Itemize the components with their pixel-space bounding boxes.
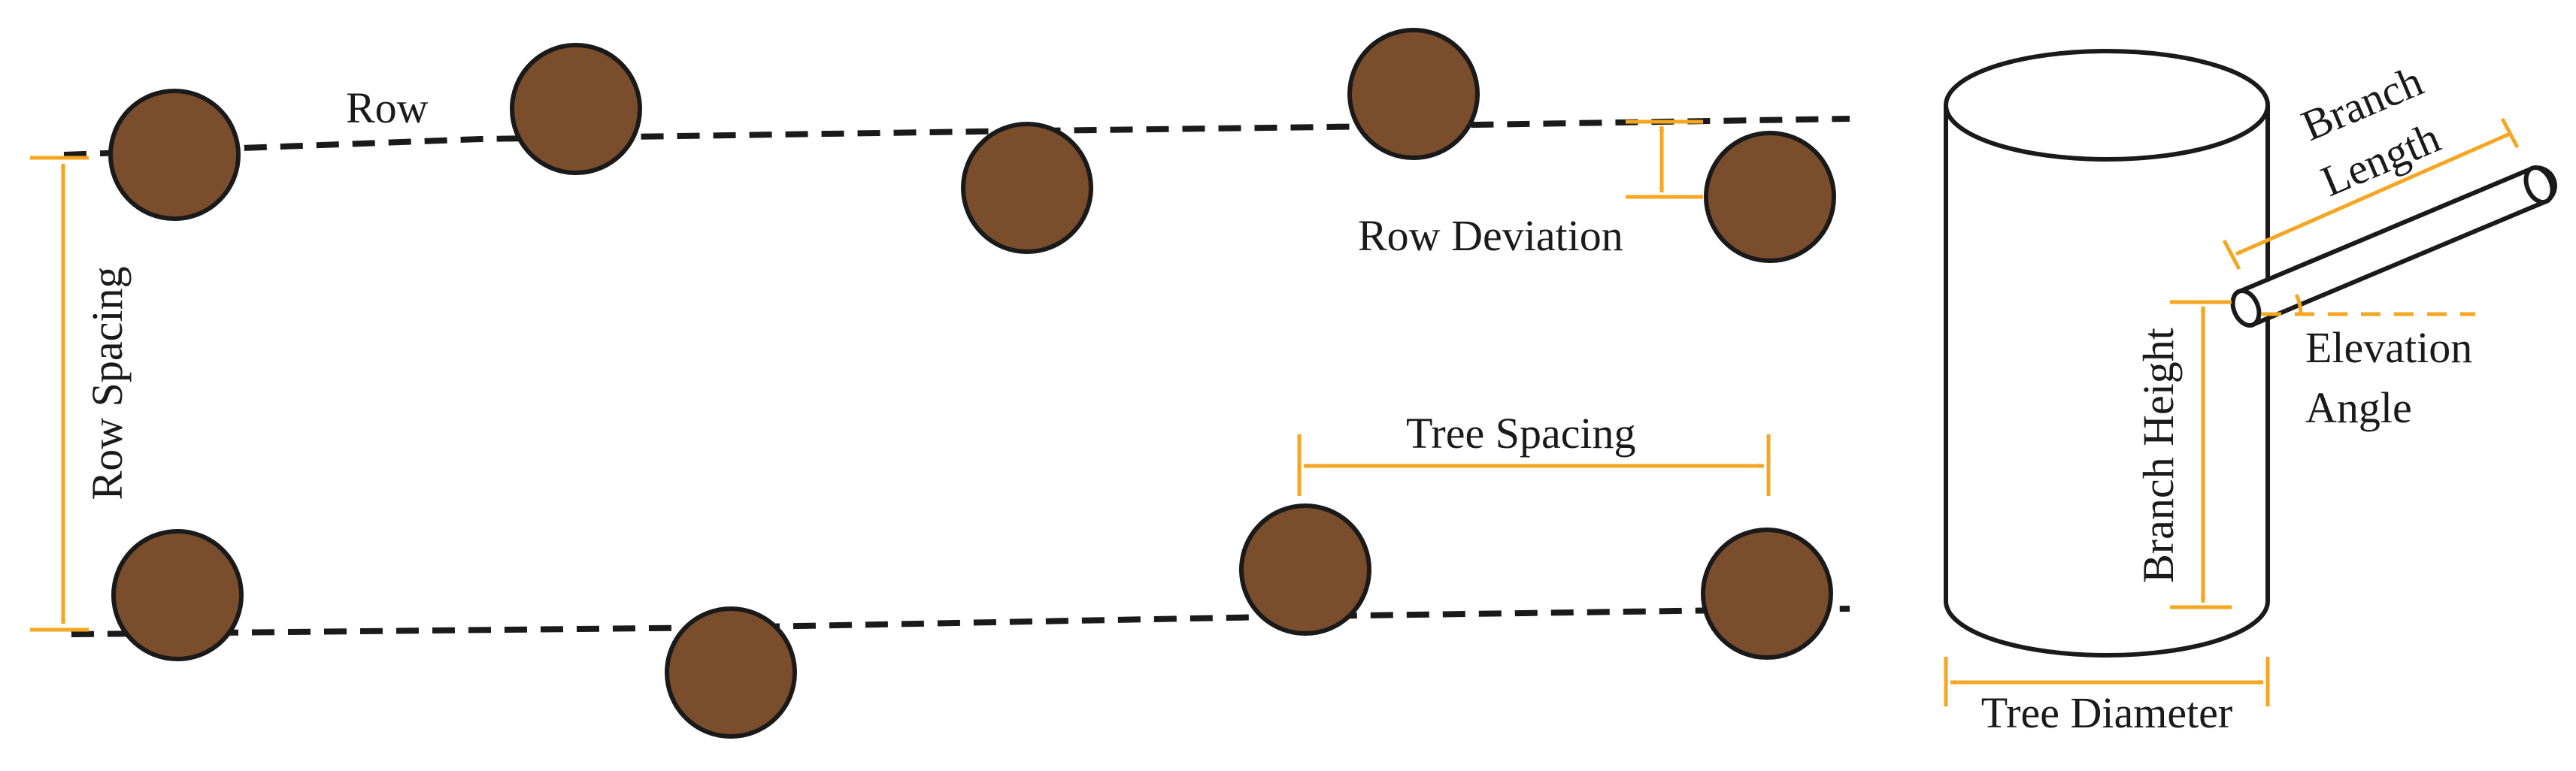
- row-spacing-dimension: [30, 156, 89, 632]
- tree-circle: [510, 43, 642, 175]
- tree-circle: [1239, 503, 1371, 636]
- row-line-top: [63, 116, 1850, 158]
- tree-circle: [1701, 528, 1833, 660]
- row-spacing-label: Row Spacing: [83, 267, 132, 500]
- tree-circle: [961, 122, 1093, 254]
- tree-spacing-dimension: [1297, 434, 1771, 496]
- tree-spacing-label: Tree Spacing: [1406, 409, 1636, 458]
- branch-height-label: Branch Height: [2134, 328, 2183, 583]
- elevation-angle-label-line2: Angle: [2305, 383, 2412, 432]
- tree-circle: [665, 606, 797, 739]
- row-line-bottom: [71, 606, 1850, 637]
- tree-circle: [1704, 131, 1836, 263]
- branch-cylinder: [2230, 165, 2557, 328]
- tree-diameter-label: Tree Diameter: [1981, 688, 2232, 737]
- tree-circle: [1347, 28, 1480, 160]
- row-label: Row: [346, 83, 429, 132]
- tree-circles: [108, 28, 1836, 739]
- elevation-angle-label-line1: Elevation: [2305, 323, 2472, 372]
- tree-trunk-cylinder: [1944, 49, 2270, 658]
- elevation-angle-indicator: [2262, 293, 2475, 316]
- tree-circle: [111, 529, 244, 661]
- tree-circle: [108, 89, 241, 221]
- branch-length-dimension: [2222, 117, 2520, 271]
- row-deviation-label: Row Deviation: [1358, 211, 1623, 260]
- row-deviation-dimension: [1626, 119, 1703, 199]
- branch-height-dimension: [2170, 300, 2232, 609]
- tree-diameter-dimension: [1944, 657, 2270, 706]
